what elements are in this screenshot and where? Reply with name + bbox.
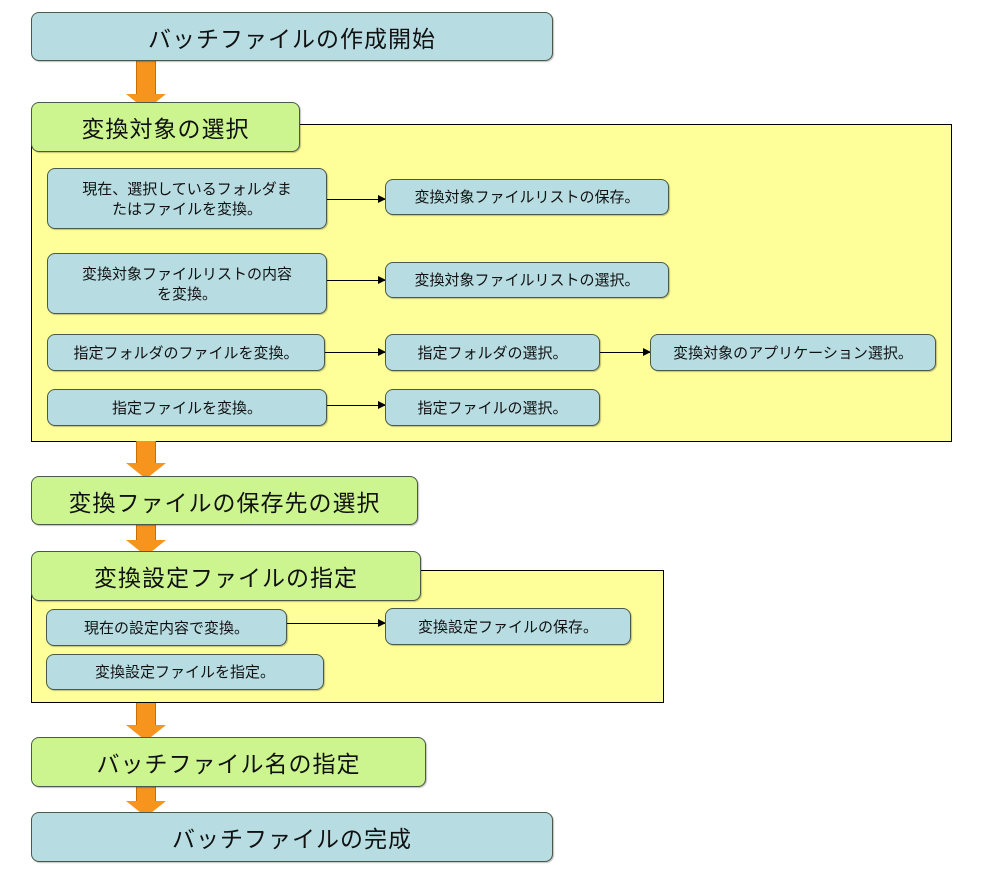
option-save-target-list: 変換対象ファイルリストの保存。: [385, 179, 669, 215]
option-text-line: 現在、選択しているフォルダま: [82, 179, 292, 198]
option-convert-current-selection: 現在、選択しているフォルダま たはファイルを変換。: [47, 168, 327, 229]
option-convert-file: 指定ファイルを変換。: [47, 389, 327, 426]
step-select-destination: 変換ファイルの保存先の選択: [31, 476, 418, 525]
step-select-settings: 変換設定ファイルの指定: [31, 551, 421, 601]
connector-arrow: [327, 276, 386, 284]
option-select-file: 指定ファイルの選択。: [385, 389, 600, 426]
step-complete: バッチファイルの完成: [31, 812, 553, 862]
option-text-line: 変換対象ファイルリストの内容: [81, 264, 292, 283]
connector-arrow: [325, 348, 386, 356]
option-select-folder: 指定フォルダの選択。: [385, 334, 600, 371]
option-select-target-list: 変換対象ファイルリストの選択。: [385, 262, 669, 298]
option-text-line: たはファイルを変換。: [111, 199, 262, 218]
option-convert-current-settings: 現在の設定内容で変換。: [46, 609, 287, 646]
option-select-application: 変換対象のアプリケーション選択。: [650, 334, 936, 371]
option-save-settings-file: 変換設定ファイルの保存。: [385, 608, 631, 645]
option-text-line: を変換。: [156, 284, 217, 303]
flow-arrow-4: [126, 703, 166, 741]
option-convert-folder-files: 指定フォルダのファイルを変換。: [47, 334, 325, 371]
step-batch-name: バッチファイル名の指定: [31, 737, 426, 787]
flow-arrow-2: [126, 441, 166, 479]
step-select-target: 変換対象の選択: [31, 102, 300, 152]
connector-arrow: [327, 195, 386, 203]
step-start: バッチファイルの作成開始: [31, 12, 553, 61]
connector-arrow: [327, 401, 386, 409]
connector-arrow: [287, 619, 386, 627]
option-convert-target-list: 変換対象ファイルリストの内容 を変換。: [47, 253, 327, 314]
connector-arrow: [600, 348, 651, 356]
option-specify-settings-file: 変換設定ファイルを指定。: [46, 654, 324, 690]
